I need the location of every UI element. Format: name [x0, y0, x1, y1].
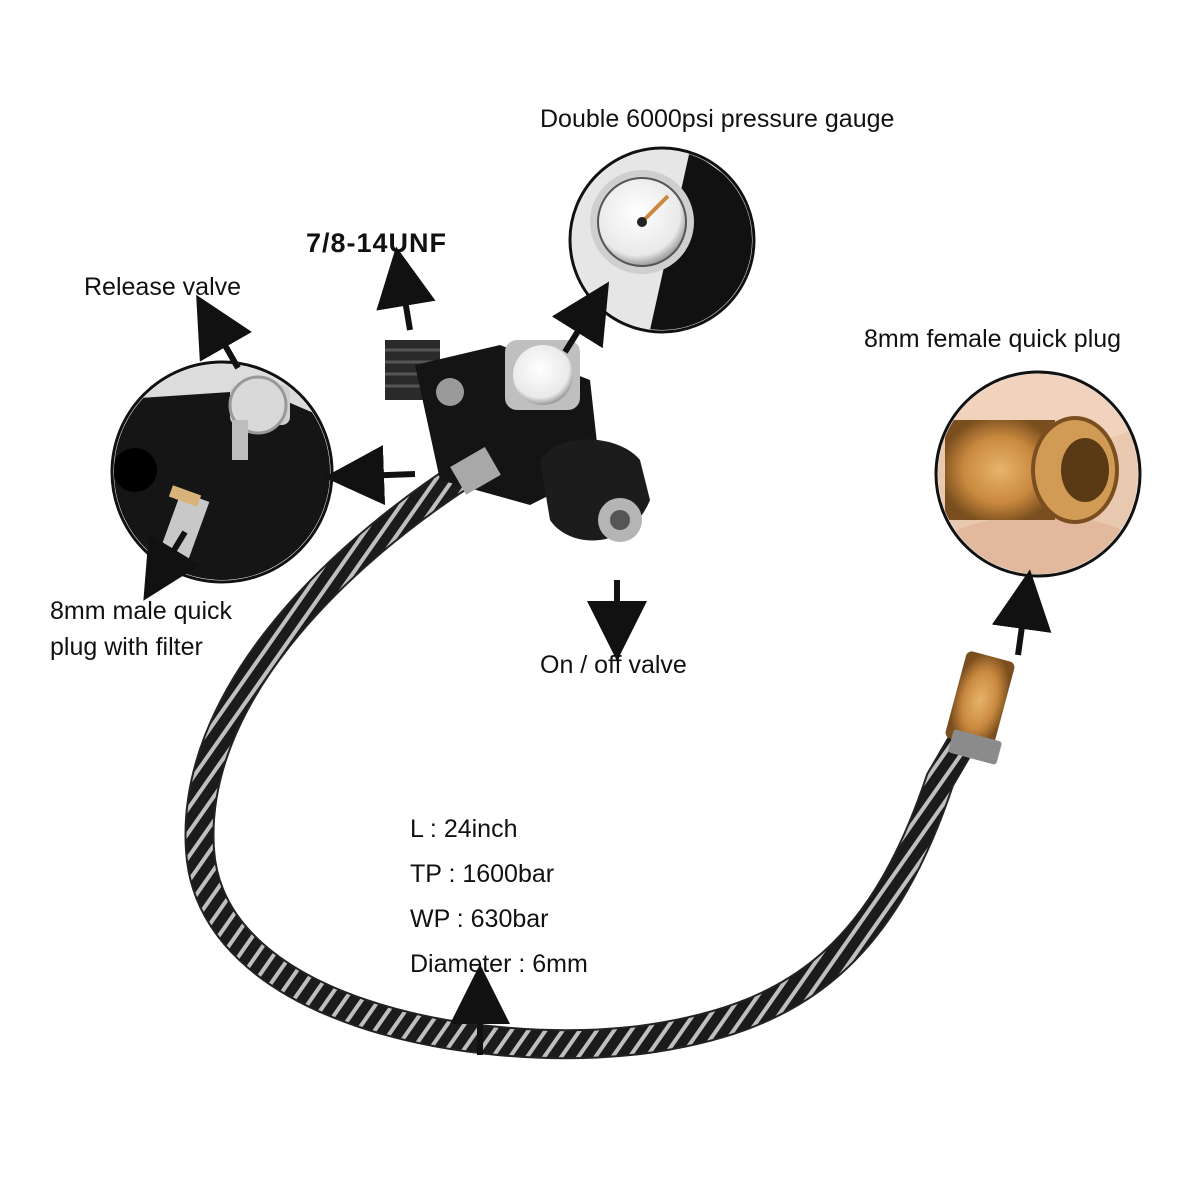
pressure-gauge-closeup [568, 146, 756, 334]
onoff-valve-label: On / off valve [540, 651, 687, 679]
female-quick-plug-fitting [945, 651, 1015, 765]
arrow-diagonal-icon [551, 281, 610, 354]
spec-length: L : 24inch [410, 815, 518, 843]
gauge-label: Double 6000psi pressure gauge [540, 105, 895, 133]
high-pressure-hose [184, 455, 990, 1060]
spec-working-pressure: WP : 630bar [410, 905, 549, 933]
spec-test-pressure: TP : 1600bar [410, 860, 555, 888]
arrow-diagonal-icon [196, 294, 252, 370]
arrow-up-icon [991, 569, 1052, 656]
arrow-diagonal-icon [143, 530, 201, 601]
female-quick-plug-closeup [934, 370, 1142, 578]
male-plug-label-line1: 8mm male quick [50, 597, 232, 625]
release-valve-closeup [110, 360, 334, 584]
spec-diameter: Diameter : 6mm [410, 950, 588, 978]
fill-station-valve [385, 340, 650, 542]
arrow-left-icon [324, 445, 416, 506]
male-plug-label-line2: plug with filter [50, 633, 203, 661]
arrow-up-icon [376, 246, 436, 331]
thread-label: 7/8-14UNF [306, 228, 448, 258]
hose-specs: L : 24inch TP : 1600bar WP : 630bar Diam… [410, 812, 588, 992]
release-valve-label: Release valve [84, 273, 242, 301]
female-plug-label: 8mm female quick plug [864, 325, 1122, 353]
